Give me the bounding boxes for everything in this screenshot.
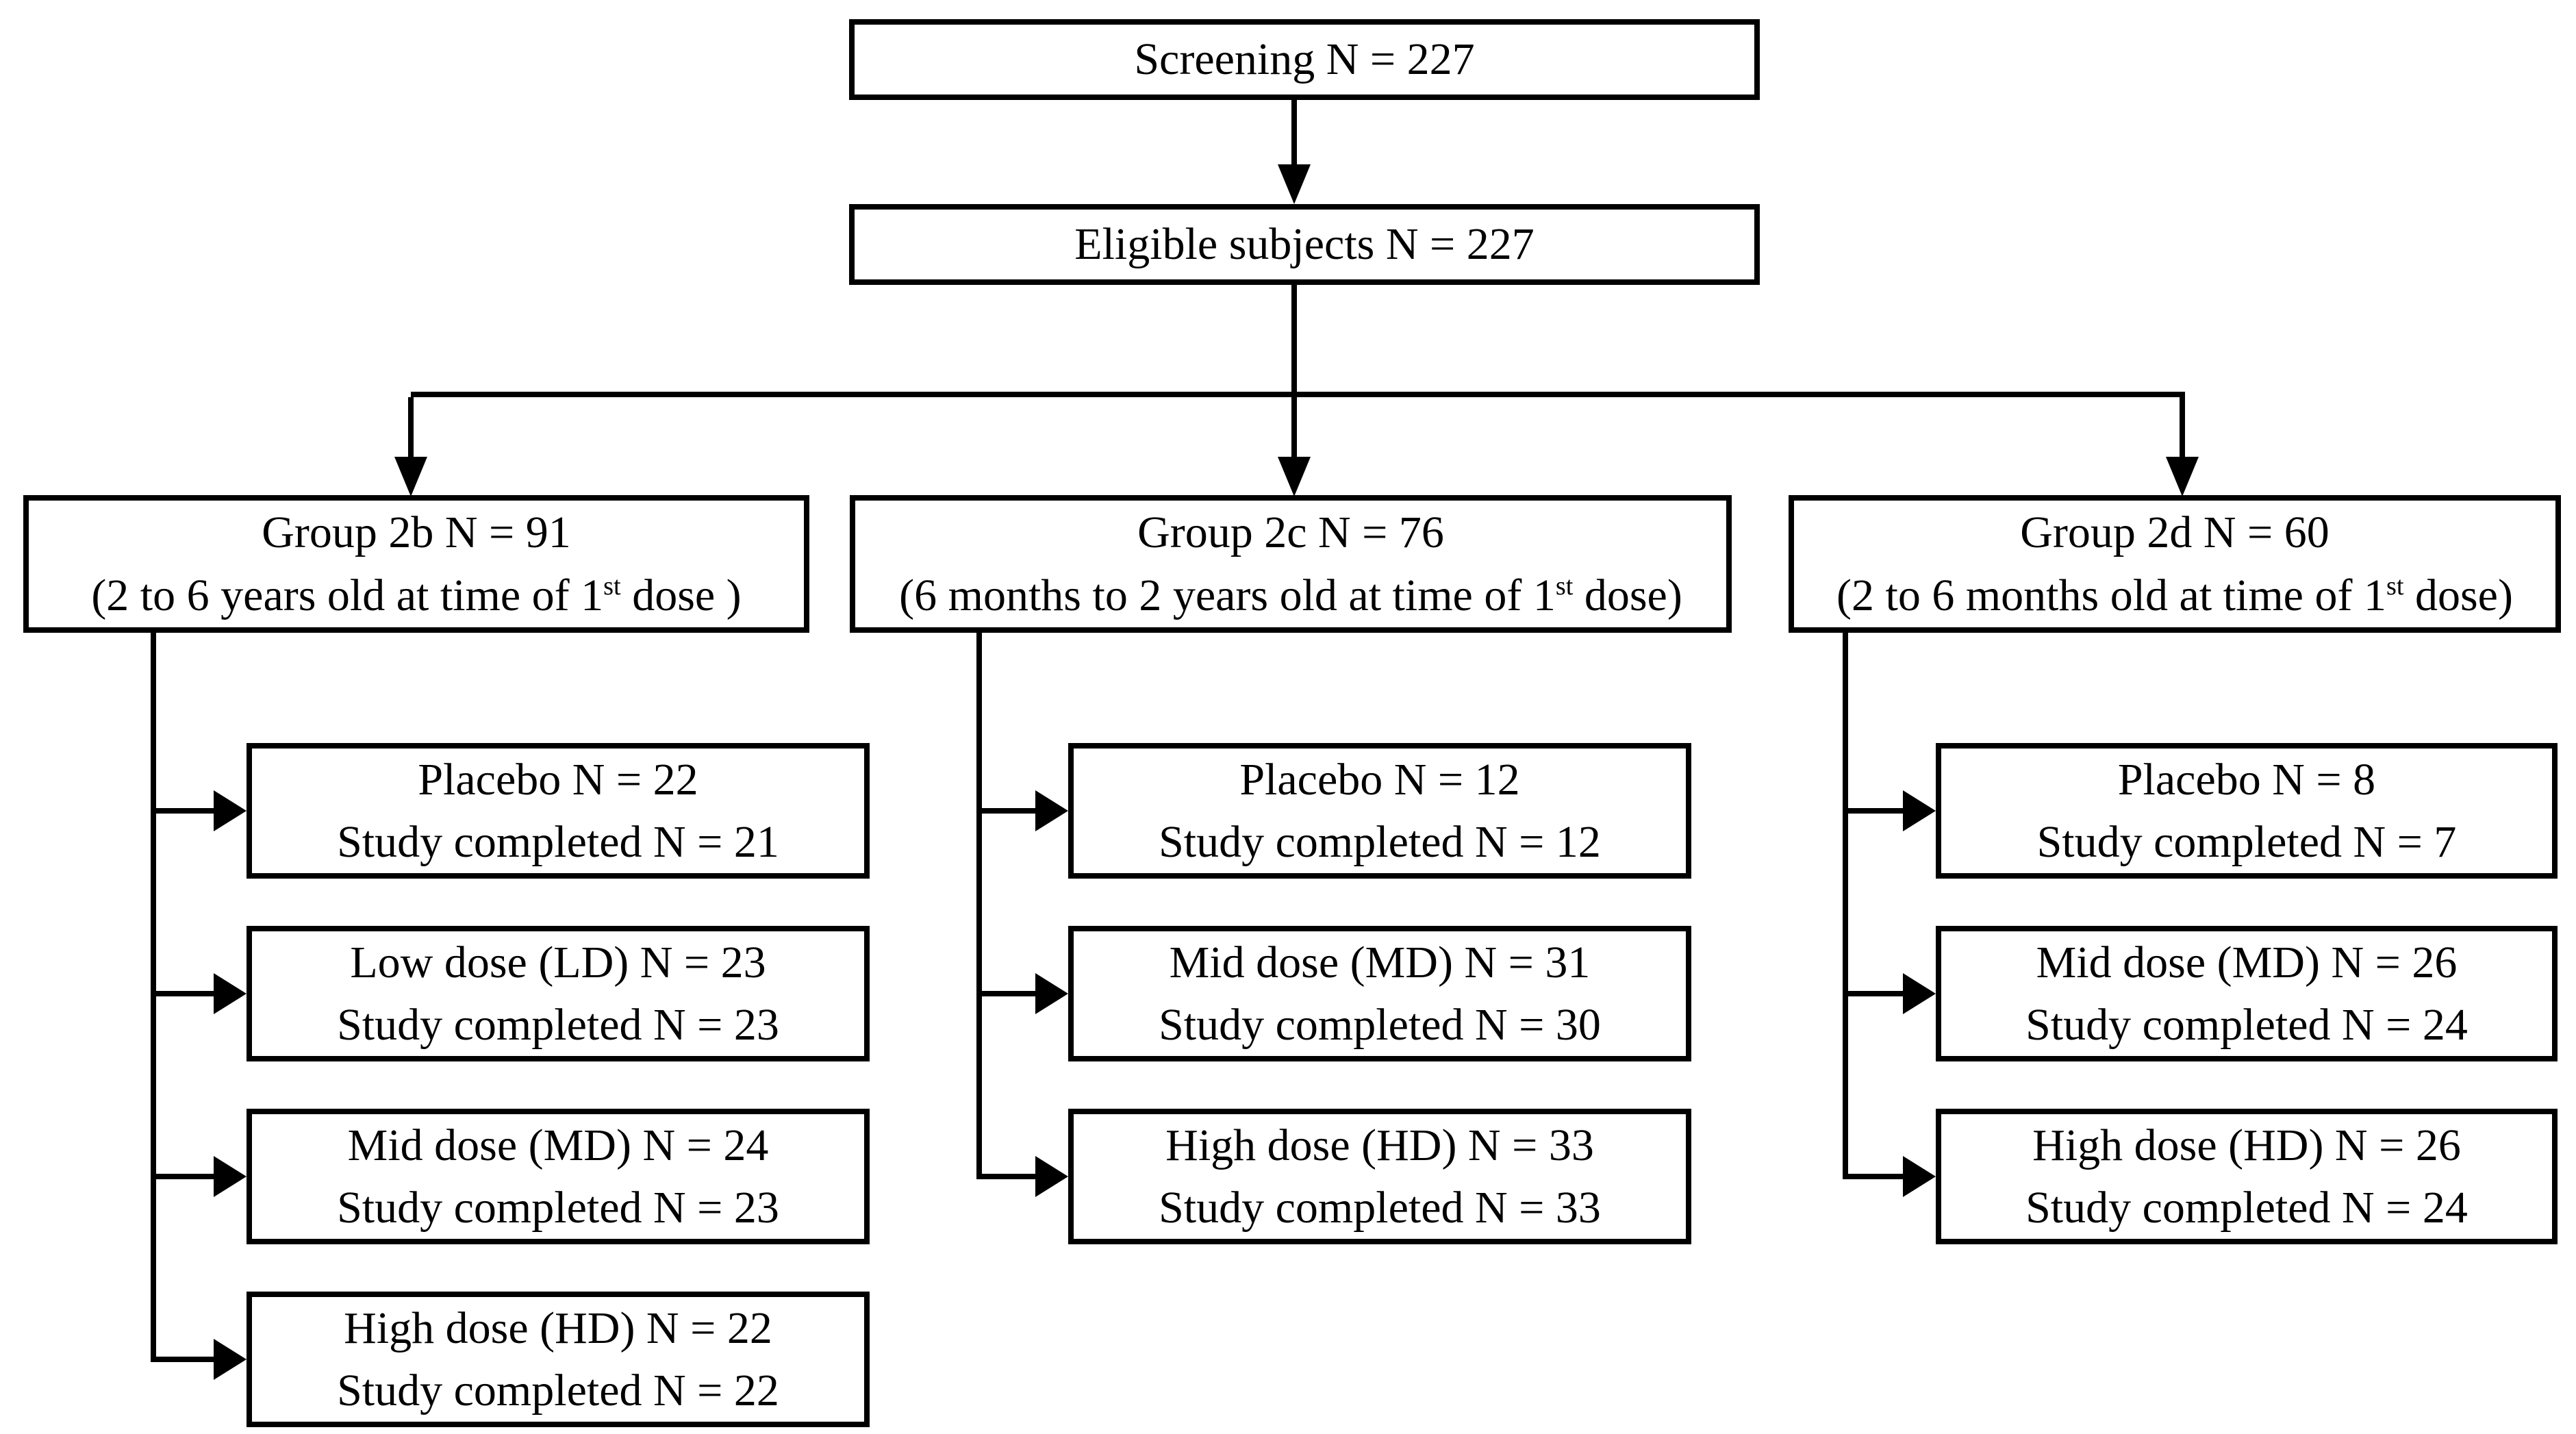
connector-group2d-arm2: [1845, 991, 1903, 996]
group2b-arm-middose-box: Mid dose (MD) N = 24 Study completed N =…: [247, 1109, 870, 1244]
arrow-right-icon: [1903, 790, 1936, 831]
connector-group2b-arm2: [153, 991, 214, 996]
group2c-box: Group 2c N = 76 (6 months to 2 years old…: [850, 495, 1732, 633]
group2c-criteria-sup: st: [1555, 571, 1574, 601]
arrow-right-icon: [1903, 1156, 1936, 1197]
group2c-title: Group 2c N = 76: [1137, 507, 1444, 558]
group2d-box: Group 2d N = 60 (2 to 6 months old at ti…: [1789, 495, 2561, 633]
group2b-arm-placebo-box: Placebo N = 22 Study completed N = 21: [247, 743, 870, 879]
connector-eligible-to-split: [1291, 285, 1297, 394]
screening-label: Screening N = 227: [1134, 34, 1475, 85]
connector-group2d-drop: [1843, 633, 1848, 1179]
screening-box: Screening N = 227: [849, 19, 1760, 100]
eligible-box: Eligible subjects N = 227: [849, 204, 1760, 285]
connector-group2b-arm4: [153, 1357, 214, 1362]
arm-completion: Study completed N = 24: [2025, 1000, 2468, 1050]
arm-completion: Study completed N = 7: [2036, 817, 2457, 867]
group2d-criteria: (2 to 6 months old at time of 1st dose): [1836, 564, 2513, 627]
arm-completion: Study completed N = 24: [2025, 1183, 2468, 1233]
connector-screening-to-eligible: [1291, 100, 1297, 164]
arrow-down-icon: [394, 457, 427, 496]
arrow-down-icon: [2166, 457, 2199, 496]
group2d-arm-highdose-box: High dose (HD) N = 26 Study completed N …: [1936, 1109, 2558, 1244]
arm-assignment: Mid dose (MD) N = 24: [347, 1120, 769, 1170]
group2b-criteria-post: dose ): [620, 570, 742, 620]
connector-group2c-arm1: [979, 808, 1035, 814]
arrow-right-icon: [1035, 973, 1068, 1014]
arrow-right-icon: [1035, 1156, 1068, 1197]
connector-group2d-arm1: [1845, 808, 1903, 814]
connector-group2c-arm3: [979, 1174, 1035, 1179]
arm-assignment: High dose (HD) N = 33: [1165, 1120, 1594, 1170]
group2d-criteria-pre: (2 to 6 months old at time of 1: [1836, 570, 2386, 620]
group2d-title: Group 2d N = 60: [2020, 507, 2329, 558]
arrow-right-icon: [214, 1339, 247, 1380]
arm-completion: Study completed N = 23: [337, 1000, 779, 1050]
arm-assignment: Placebo N = 8: [2117, 754, 2376, 805]
connector-group2b-arm3: [153, 1174, 214, 1179]
arm-assignment: Placebo N = 22: [418, 754, 698, 805]
group2b-box: Group 2b N = 91 (2 to 6 years old at tim…: [23, 495, 809, 633]
arm-completion: Study completed N = 30: [1159, 1000, 1601, 1050]
group2c-arm-placebo-box: Placebo N = 12 Study completed N = 12: [1068, 743, 1691, 879]
group2b-criteria-sup: st: [603, 571, 621, 601]
group2b-criteria-pre: (2 to 6 years old at time of 1: [91, 570, 604, 620]
group2b-arm-highdose-box: High dose (HD) N = 22 Study completed N …: [247, 1292, 870, 1427]
arm-completion: Study completed N = 23: [337, 1183, 779, 1233]
arm-assignment: Low dose (LD) N = 23: [350, 937, 766, 988]
group2d-arm-middose-box: Mid dose (MD) N = 26 Study completed N =…: [1936, 926, 2558, 1061]
arm-assignment: Mid dose (MD) N = 26: [2036, 937, 2458, 988]
group2d-criteria-post: dose): [2403, 570, 2513, 620]
arrow-right-icon: [214, 1156, 247, 1197]
group2d-criteria-sup: st: [2386, 571, 2404, 601]
connector-group2d-arm3: [1845, 1174, 1903, 1179]
connector-split-to-group2b: [408, 397, 414, 457]
group2c-criteria-pre: (6 months to 2 years old at time of 1: [899, 570, 1556, 620]
arm-assignment: Placebo N = 12: [1239, 754, 1520, 805]
arrow-right-icon: [1035, 790, 1068, 831]
connector-group2c-arm2: [979, 991, 1035, 996]
arrow-right-icon: [214, 973, 247, 1014]
group2d-arm-placebo-box: Placebo N = 8 Study completed N = 7: [1936, 743, 2558, 879]
connector-split-to-group2d: [2180, 397, 2185, 457]
group2c-arm-middose-box: Mid dose (MD) N = 31 Study completed N =…: [1068, 926, 1691, 1061]
arm-completion: Study completed N = 22: [337, 1366, 779, 1416]
connector-group2b-drop: [151, 633, 156, 1362]
arm-completion: Study completed N = 21: [337, 817, 779, 867]
connector-group2b-arm1: [153, 808, 214, 814]
connector-group2c-drop: [976, 633, 982, 1179]
arm-assignment: High dose (HD) N = 26: [2032, 1120, 2461, 1170]
arm-completion: Study completed N = 33: [1159, 1183, 1601, 1233]
eligible-label: Eligible subjects N = 227: [1074, 219, 1535, 270]
arrow-down-icon: [1278, 457, 1311, 496]
group2c-arm-highdose-box: High dose (HD) N = 33 Study completed N …: [1068, 1109, 1691, 1244]
arrow-right-icon: [1903, 973, 1936, 1014]
arm-completion: Study completed N = 12: [1159, 817, 1601, 867]
group2b-criteria: (2 to 6 years old at time of 1st dose ): [91, 564, 741, 627]
group2c-criteria-post: dose): [1573, 570, 1682, 620]
arm-assignment: Mid dose (MD) N = 31: [1169, 937, 1591, 988]
group2c-criteria: (6 months to 2 years old at time of 1st …: [899, 564, 1682, 627]
arm-assignment: High dose (HD) N = 22: [344, 1303, 772, 1353]
connector-split-bar: [411, 392, 2185, 397]
connector-split-to-group2c: [1291, 397, 1297, 457]
group2b-arm-lowdose-box: Low dose (LD) N = 23 Study completed N =…: [247, 926, 870, 1061]
group2b-title: Group 2b N = 91: [262, 507, 571, 558]
arrow-right-icon: [214, 790, 247, 831]
arrow-down-icon: [1278, 164, 1311, 204]
